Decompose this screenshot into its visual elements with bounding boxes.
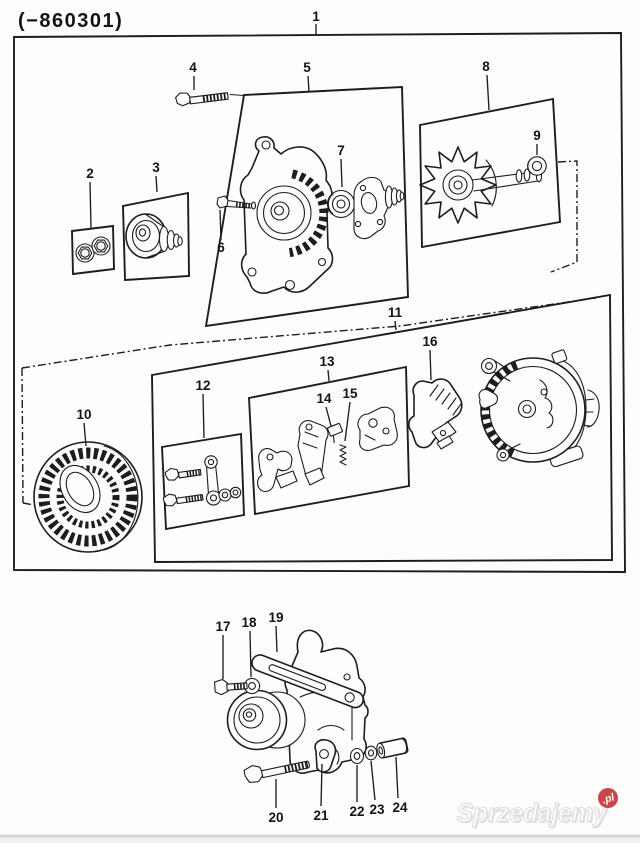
leader-7: [340, 158, 343, 188]
rear-assembly-chain-11: [21, 297, 597, 506]
bolt-kit-box-12: 12: [161, 378, 245, 531]
voltage-regulator-16: 16: [408, 334, 463, 450]
page-divider: [0, 834, 640, 838]
leader-8: [486, 74, 490, 111]
assembly-box-1: 1: [13, 9, 626, 573]
leader-16: [429, 349, 432, 381]
stator-10: 10: [33, 407, 143, 553]
callout-11: 11: [388, 305, 403, 320]
leader-11: [394, 320, 397, 331]
callout-5: 5: [303, 60, 311, 75]
rotor-box-8: 8 9: [419, 59, 578, 273]
adjusting-strap-19: [251, 654, 365, 709]
rear-bracket-box-11: 11: [151, 293, 613, 563]
leader-18: [249, 630, 252, 678]
watermark-tld: .pl: [601, 791, 617, 807]
callout-23: 23: [369, 802, 385, 817]
leader-21: [320, 763, 323, 807]
callout-12: 12: [195, 378, 210, 393]
brush-spring-15: [339, 444, 347, 466]
leader-12: [202, 393, 205, 439]
catalog-code: (−860301): [18, 10, 123, 32]
callout-3: 3: [152, 160, 160, 175]
brush-14: [327, 422, 343, 444]
leader-19: [275, 625, 278, 653]
callout-10: 10: [76, 407, 91, 422]
washer-23: [364, 745, 378, 761]
brush-holder-box-13: 13 14 15: [248, 354, 410, 516]
callout-15: 15: [342, 386, 358, 401]
support-bracket-21: [314, 739, 337, 773]
callout-24: 24: [392, 800, 408, 815]
leader-5: [307, 75, 310, 93]
rear-housing-drawing: [478, 349, 600, 468]
page-edge: [0, 837, 640, 843]
leader-23: [370, 760, 376, 801]
spacer-24: [376, 737, 409, 759]
watermark: Sprzedajemy Sprzedajemy .pl: [454, 788, 618, 829]
callout-2: 2: [86, 166, 94, 181]
stay-bolt-6: [216, 195, 257, 210]
callout-8: 8: [482, 59, 490, 74]
bolt-17: [213, 678, 248, 696]
leader-13: [327, 369, 330, 382]
callout-13: 13: [319, 354, 335, 369]
through-bolt-4: 4: [175, 60, 245, 107]
callout-4: 4: [189, 60, 197, 75]
leader-2: [89, 181, 92, 229]
front-bracket-box-5: 5 6 7: [204, 60, 409, 328]
bearing-retainer-7: 7: [326, 143, 405, 240]
mounting-diagram: 17 18 19 20 21 22 23 24: [213, 610, 409, 825]
callout-9: 9: [533, 128, 541, 143]
bearing-cover-9: 9: [527, 128, 547, 176]
leader-24: [395, 756, 399, 799]
leader-10: [83, 422, 87, 447]
callout-16: 16: [422, 334, 438, 349]
leader-14: [325, 406, 332, 427]
leader-15: [344, 401, 351, 442]
pulley-box-3: 3: [122, 160, 190, 282]
bolt-20: [243, 760, 310, 784]
washer-22: [349, 747, 365, 765]
callout-20: 20: [268, 810, 283, 825]
watermark-brand-shadow: Sprzedajemy: [456, 799, 612, 829]
watermark-brand: Sprzedajemy: [454, 798, 610, 828]
callout-18: 18: [241, 615, 257, 630]
callout-7: 7: [337, 143, 345, 158]
leader-6: [219, 209, 222, 241]
leader-3: [155, 175, 158, 193]
callout-17: 17: [215, 619, 230, 634]
nut-kit-box-2: 2: [71, 166, 115, 276]
callout-22: 22: [349, 804, 364, 819]
callout-14: 14: [316, 391, 332, 406]
callout-1: 1: [312, 9, 320, 24]
watermark-badge: [598, 788, 618, 808]
callout-21: 21: [313, 808, 329, 823]
callout-19: 19: [268, 610, 283, 625]
chain-link-part9: [550, 160, 578, 273]
callout-6: 6: [217, 240, 225, 255]
